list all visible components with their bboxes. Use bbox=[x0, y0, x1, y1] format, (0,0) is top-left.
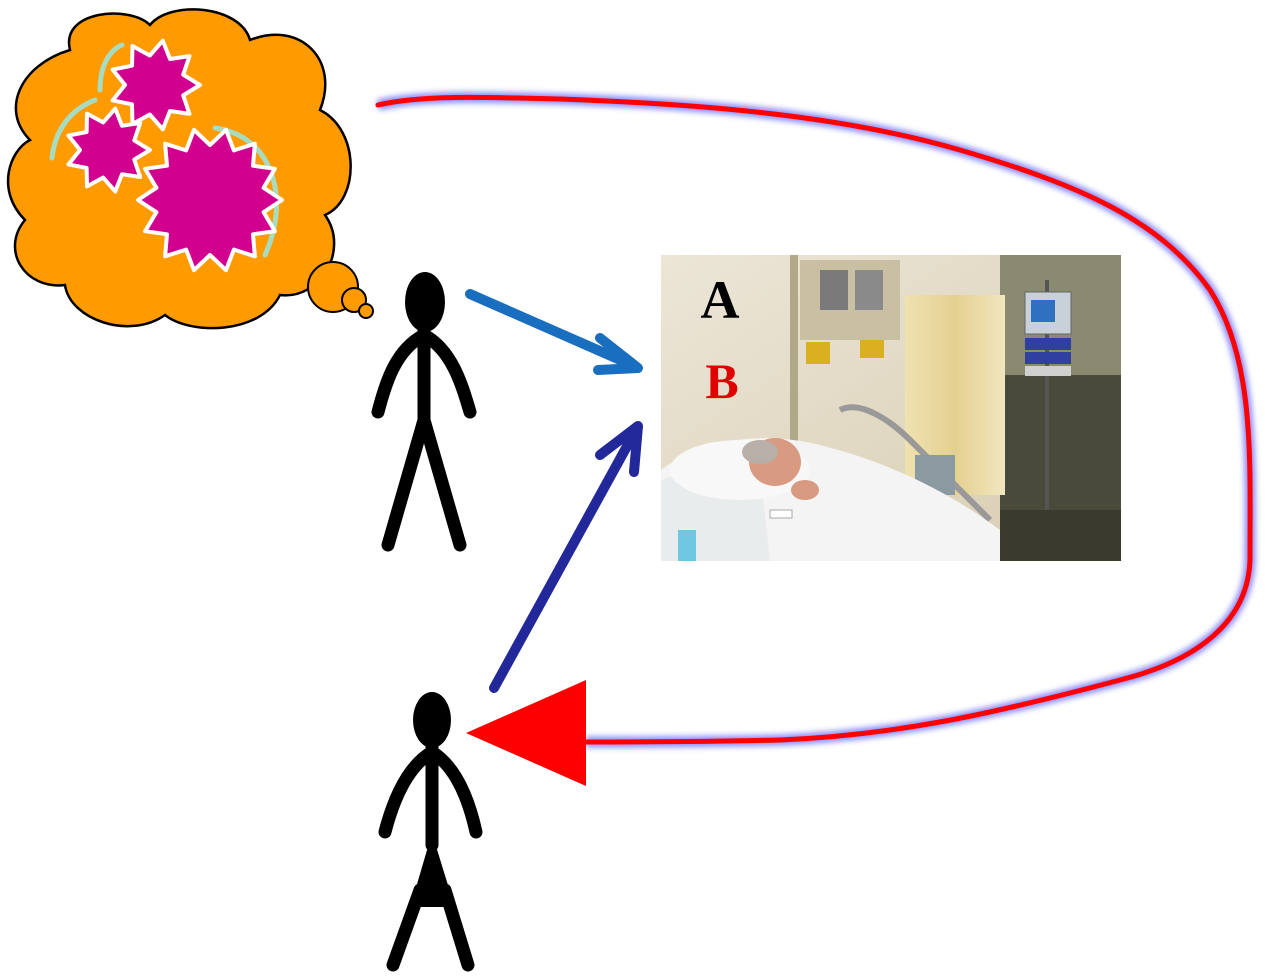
gear-medium-icon bbox=[110, 38, 202, 132]
arrow-top-head-icon bbox=[593, 333, 643, 375]
stick-figure-top-head bbox=[405, 272, 445, 332]
photo-label-a: A bbox=[701, 270, 740, 330]
stick-figure-bottom-head bbox=[413, 692, 451, 748]
hospital-photo: A B bbox=[661, 255, 1121, 561]
thought-bubble bbox=[6, 8, 374, 330]
gear-large-icon bbox=[136, 127, 284, 273]
rotation-arrow-left-icon bbox=[49, 97, 98, 161]
gear-mid-shape bbox=[110, 38, 202, 132]
gear-big-shape bbox=[136, 127, 284, 273]
stick-figure-top bbox=[371, 272, 477, 552]
rotation-arrow-top-icon bbox=[97, 42, 125, 93]
gear-small-icon bbox=[66, 106, 152, 194]
thought-dot-small bbox=[358, 303, 374, 319]
feedback-loop-arrow bbox=[375, 91, 1256, 786]
stick-figure-bottom bbox=[378, 692, 483, 972]
feedback-loop-line bbox=[375, 94, 1253, 745]
photo-label-b: B bbox=[705, 353, 738, 409]
feedback-arrowhead-icon bbox=[466, 680, 586, 786]
arrow-bottom-head-icon bbox=[595, 421, 643, 477]
arrow-top-to-photo bbox=[465, 289, 643, 375]
arrow-bottom-to-photo bbox=[489, 421, 643, 693]
gear-small-shape bbox=[66, 106, 152, 194]
